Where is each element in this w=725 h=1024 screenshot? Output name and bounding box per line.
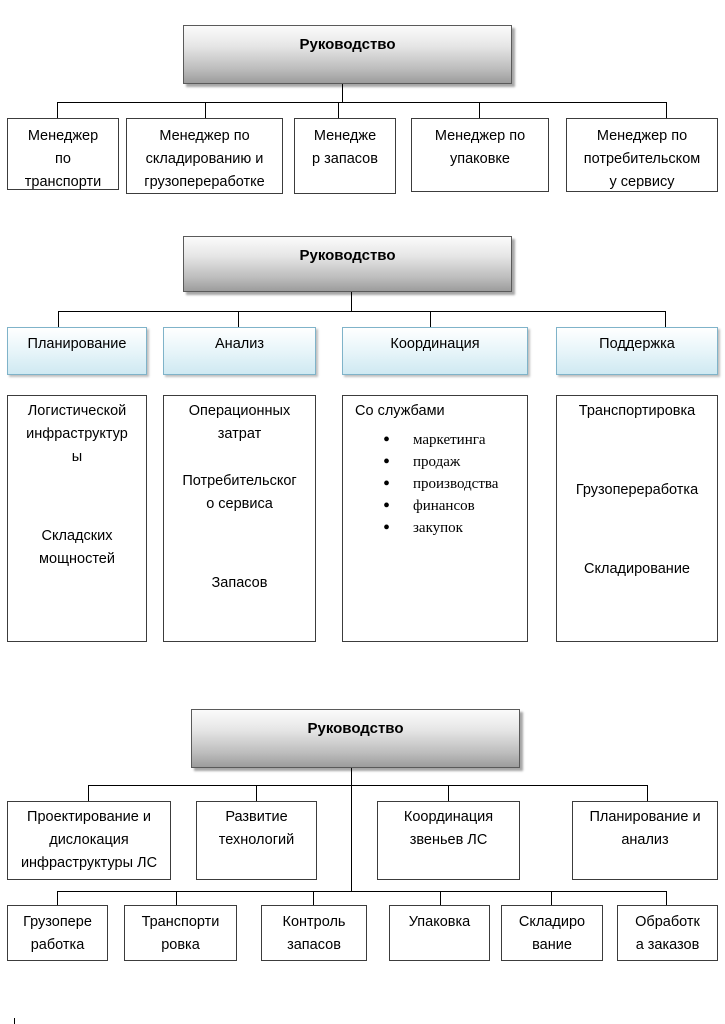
connector-line (440, 891, 441, 905)
support-details-box: Транспортировка Грузопереработка Складир… (556, 395, 718, 642)
connector-line (57, 102, 58, 118)
connector-line (57, 102, 667, 103)
connector-line (338, 102, 339, 118)
category-support: Поддержка (556, 327, 718, 375)
connector-line (58, 311, 666, 312)
connector-line (551, 891, 552, 905)
list-item: закупок (383, 517, 523, 539)
list-item: маркетинга (383, 429, 523, 451)
connector-line (57, 891, 667, 892)
page-edge-mark (14, 1018, 15, 1024)
list-item: финансов (383, 495, 523, 517)
coordination-details-box: Со службами маркетинга продаж производст… (342, 395, 528, 642)
connector-line (176, 891, 177, 905)
packaging-box: Упаковка (389, 905, 490, 961)
connector-line (666, 891, 667, 905)
connector-line (647, 785, 648, 801)
connector-line (430, 311, 431, 327)
connector-line (666, 102, 667, 118)
connector-line (479, 102, 480, 118)
category-planning: Планирование (7, 327, 147, 375)
connector-line (313, 891, 314, 905)
category-coordination: Координация (342, 327, 528, 375)
connector-line (88, 785, 648, 786)
connector-line (351, 292, 352, 312)
management-header: Руководство (183, 236, 512, 292)
category-analysis: Анализ (163, 327, 316, 375)
connector-line (665, 311, 666, 327)
connector-line (57, 891, 58, 905)
connector-line (342, 84, 343, 103)
list-item: продаж (383, 451, 523, 473)
management-header: Руководство (183, 25, 512, 84)
connector-line (58, 311, 59, 327)
connector-line (256, 785, 257, 801)
connector-line (88, 785, 89, 801)
coordination-services-list: маркетинга продаж производства финансов … (355, 429, 523, 539)
connector-line (448, 785, 449, 801)
connector-line (238, 311, 239, 327)
list-item: производства (383, 473, 523, 495)
management-header: Руководство (191, 709, 520, 768)
connector-line (205, 102, 206, 118)
connector-line (351, 768, 352, 892)
